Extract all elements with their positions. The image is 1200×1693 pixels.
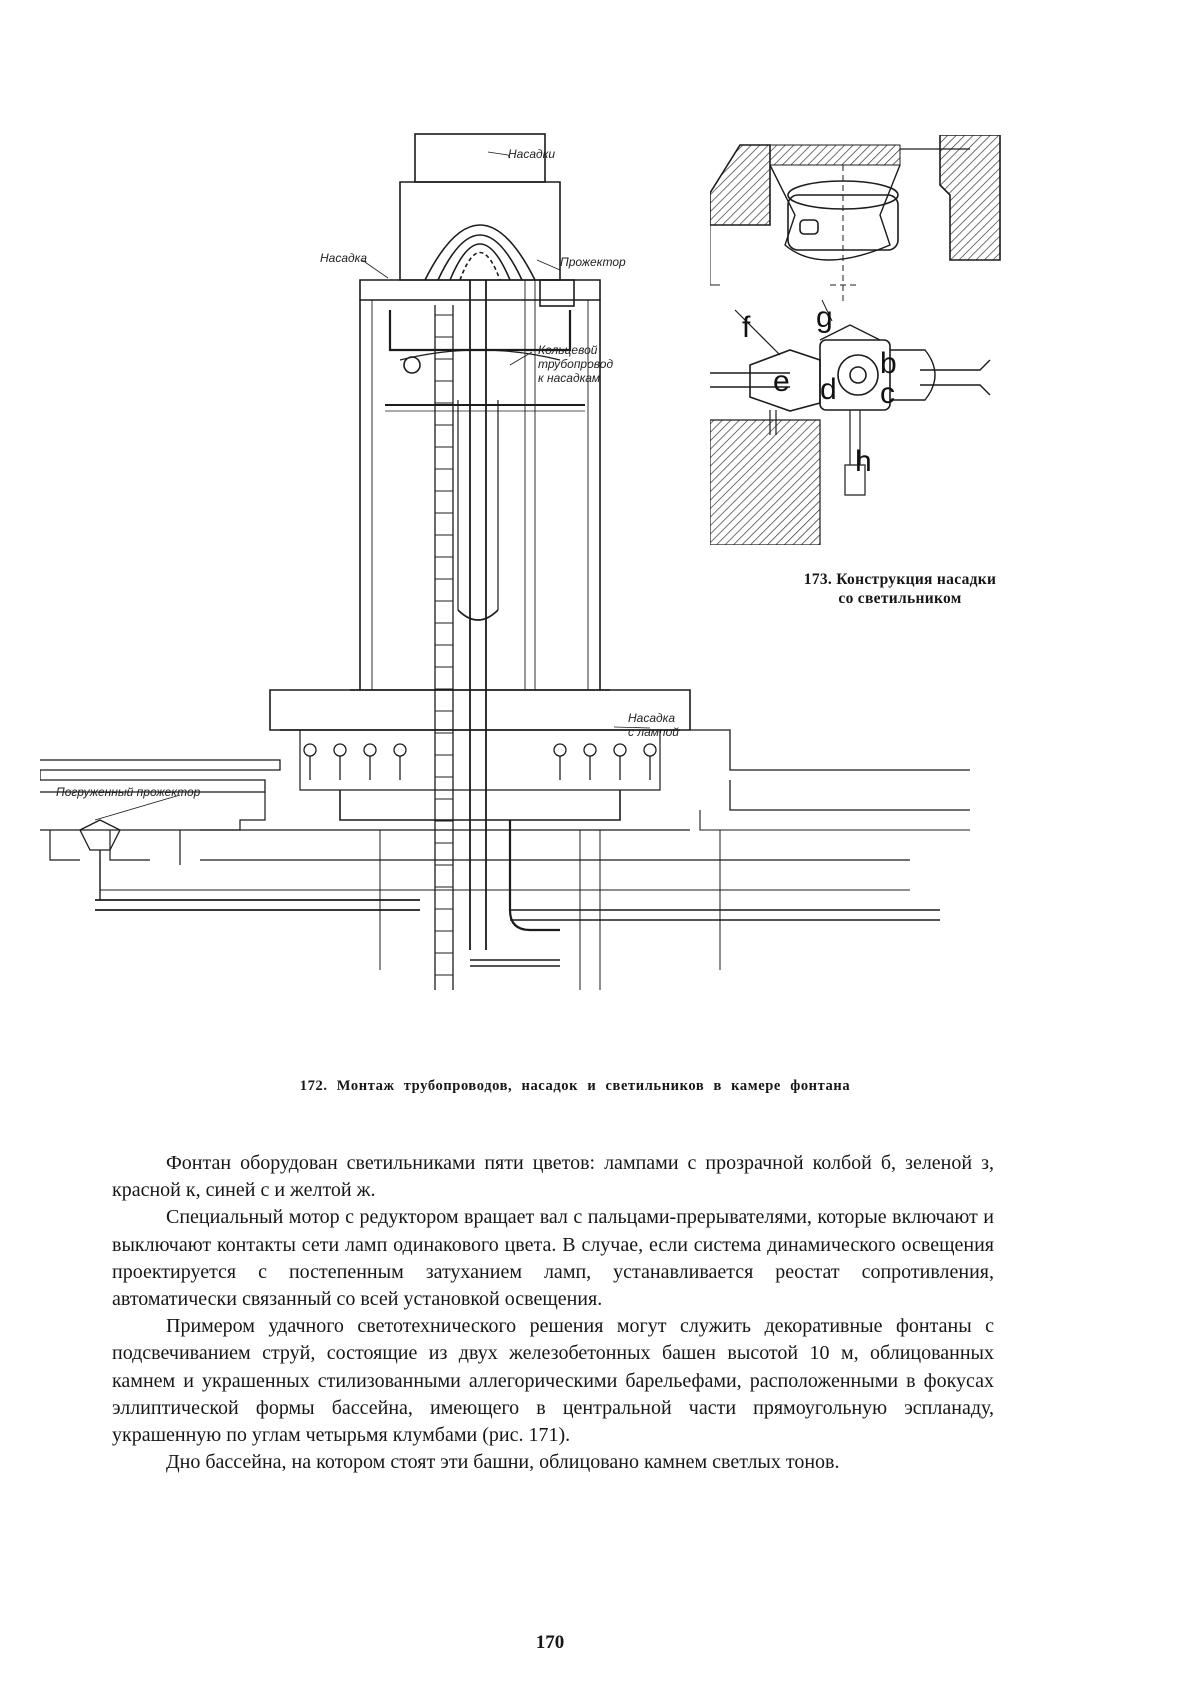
paragraph-1: Фонтан оборудован светильниками пяти цве…: [112, 1150, 994, 1204]
letter-b: b: [880, 349, 897, 379]
figure-173-nozzle-with-lamp-drawing: f g e d b c h: [710, 135, 1050, 545]
letter-h: h: [855, 447, 872, 477]
nozzle-lamp-drawing: [710, 135, 1050, 545]
figure-173-caption-line-2: со светильником: [740, 589, 1060, 608]
label-nozzles-top: Насадки: [508, 148, 555, 160]
paragraph-4: Дно бассейна, на котором стоят эти башни…: [112, 1449, 994, 1476]
paragraph-2: Специальный мотор с редуктором вращает в…: [112, 1204, 994, 1313]
label-nozzle-lamp-2: с лампой: [628, 726, 679, 738]
label-nozzle-left: Насадка: [320, 252, 367, 264]
figure-173-caption: 173. Конструкция насадки со светильником: [740, 570, 1060, 608]
body-text: Фонтан оборудован светильниками пяти цве…: [112, 1150, 994, 1476]
figure-173-caption-line-1: 173. Конструкция насадки: [740, 570, 1060, 589]
letter-d: d: [820, 375, 837, 405]
letter-c: c: [880, 379, 895, 409]
label-ring-pipe-3: к насадкам: [538, 372, 600, 384]
label-projector: Прожектор: [560, 256, 626, 268]
letter-g: g: [816, 303, 833, 333]
label-submerged-projector: Погруженный прожектор: [56, 786, 200, 798]
letter-e: e: [773, 367, 790, 397]
letter-f: f: [742, 313, 750, 343]
label-ring-pipe-1: Кольцевой: [538, 344, 597, 356]
paragraph-3: Примером удачного светотехнического реше…: [112, 1313, 994, 1449]
figure-172-caption: 172. Монтаж трубопроводов, насадок и све…: [100, 1078, 1050, 1095]
label-ring-pipe-2: трубопровод: [538, 358, 613, 370]
page-number: 170: [0, 1632, 1100, 1654]
label-nozzle-lamp-1: Насадка: [628, 712, 675, 724]
